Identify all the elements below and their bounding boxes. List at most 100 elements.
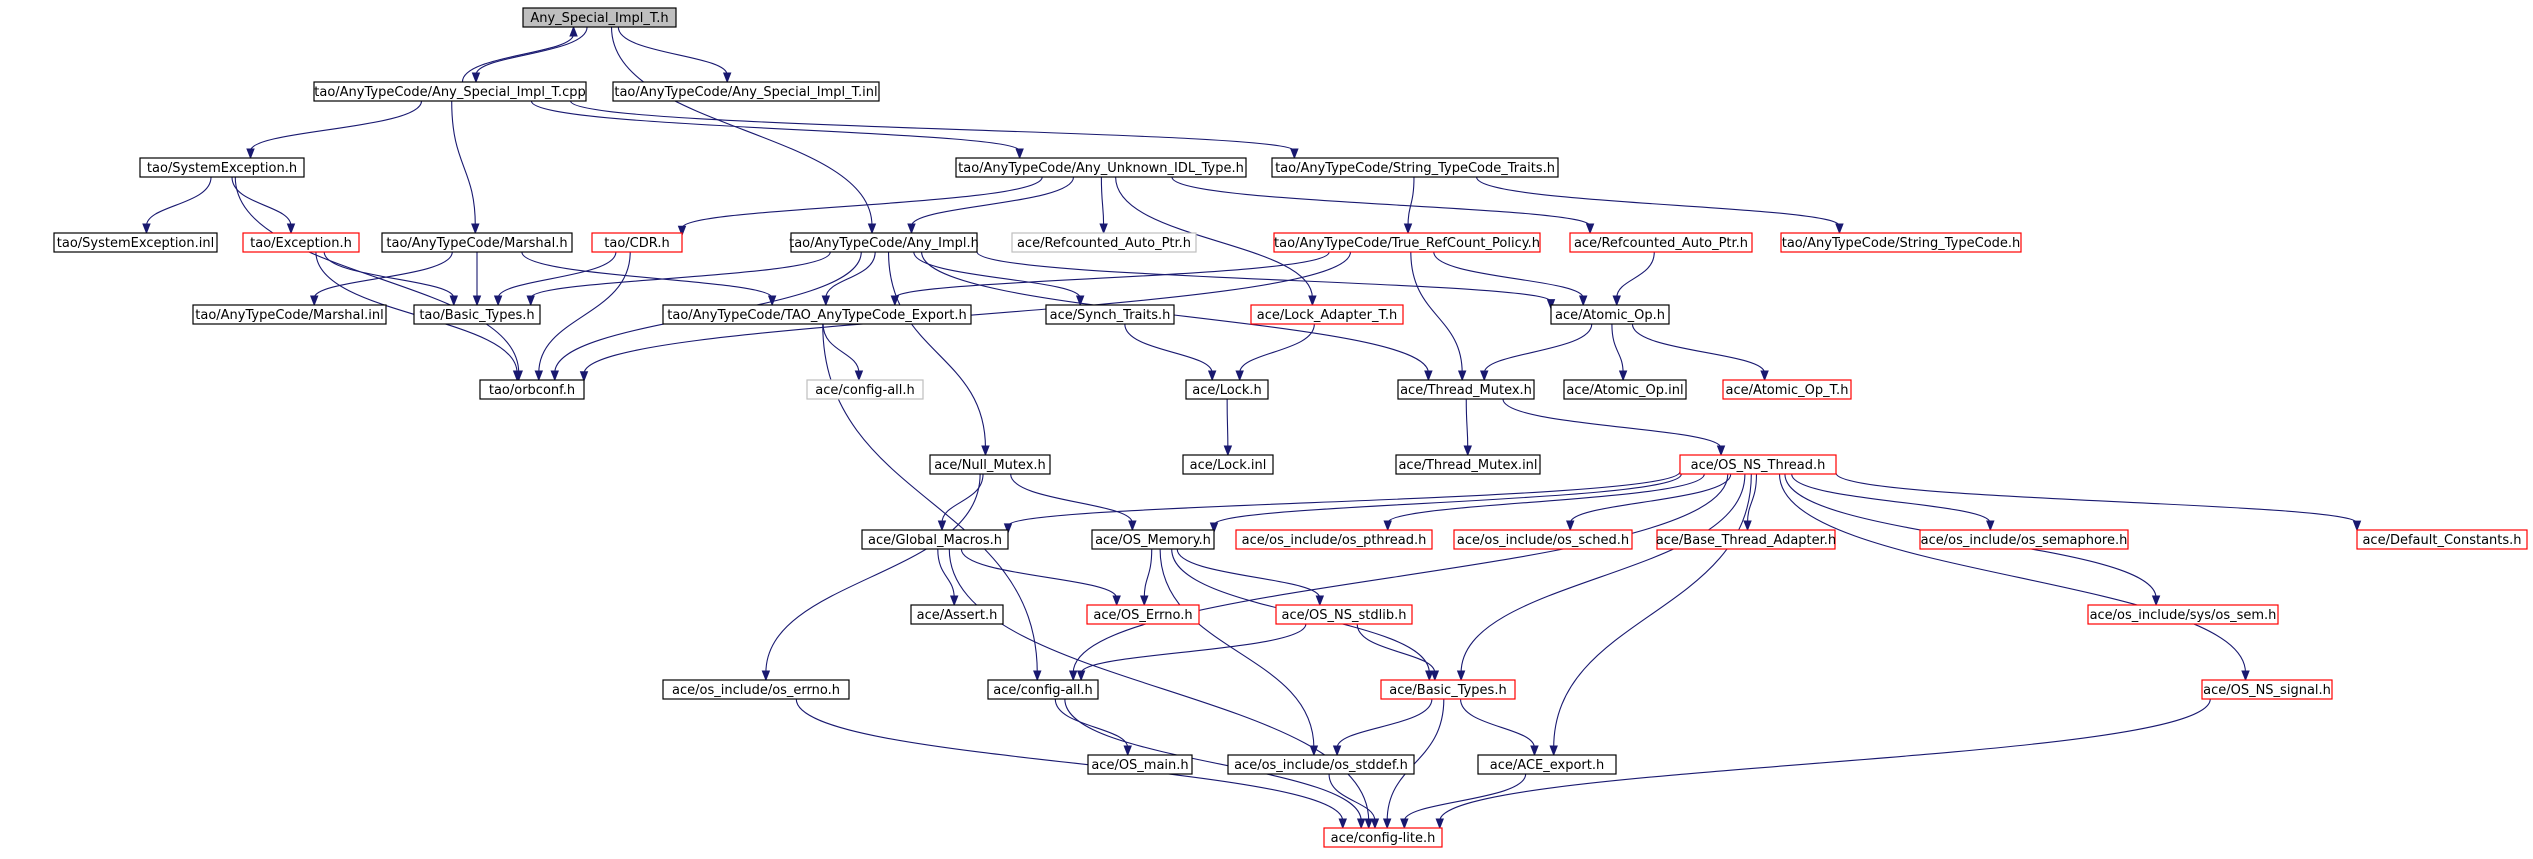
node-box[interactable] [1780, 232, 2022, 253]
node-ace-base-thread-adapter-h[interactable]: ace/Base_Thread_Adapter.h [1656, 529, 1836, 550]
node-tao-anytypecode-marshal-inl[interactable]: tao/AnyTypeCode/Marshal.inl [192, 304, 387, 325]
node-box[interactable] [313, 81, 587, 102]
node-box[interactable] [1250, 304, 1404, 325]
node-ace-config-all-h[interactable]: ace/config-all.h [987, 679, 1099, 700]
node-box[interactable] [1656, 529, 1836, 550]
node-box[interactable] [861, 529, 1009, 550]
node-box[interactable] [1271, 157, 1559, 178]
node-box[interactable] [955, 157, 1247, 178]
node-ace-config-all-h[interactable]: ace/config-all.h [806, 379, 924, 400]
node-box[interactable] [1235, 529, 1433, 550]
node-ace-os-ns-stdlib-h[interactable]: ace/OS_NS_stdlib.h [1275, 604, 1413, 625]
node-ace-synch-traits-h[interactable]: ace/Synch_Traits.h [1045, 304, 1175, 325]
node-tao-systemexception-inl[interactable]: tao/SystemException.inl [53, 232, 218, 253]
node-box[interactable] [1919, 529, 2129, 550]
node-ace-os-ns-thread-h[interactable]: ace/OS_NS_Thread.h [1679, 454, 1837, 475]
node-tao-systemexception-h[interactable]: tao/SystemException.h [139, 157, 305, 178]
node-tao-anytypecode-any-impl-h[interactable]: tao/AnyTypeCode/Any_Impl.h [789, 232, 979, 253]
node-ace-thread-mutex-h[interactable]: ace/Thread_Mutex.h [1397, 379, 1535, 400]
node-ace-lock-adapter-t-h[interactable]: ace/Lock_Adapter_T.h [1250, 304, 1404, 325]
node-box[interactable] [1275, 604, 1413, 625]
node-box[interactable] [522, 7, 677, 28]
node-ace-default-constants-h[interactable]: ace/Default_Constants.h [2356, 529, 2528, 550]
node-ace-os-include-sys-os-sem-h[interactable]: ace/os_include/sys/os_sem.h [2087, 604, 2279, 625]
node-ace-basic-types-h[interactable]: ace/Basic_Types.h [1380, 679, 1516, 700]
node-box[interactable] [242, 232, 360, 253]
node-box[interactable] [1569, 232, 1753, 253]
node-box[interactable] [1397, 379, 1535, 400]
node-tao-anytypecode-any-special-impl-t-inl[interactable]: tao/AnyTypeCode/Any_Special_Impl_T.inl [612, 81, 880, 102]
node-ace-lock-inl[interactable]: ace/Lock.inl [1182, 454, 1274, 475]
node-ace-atomic-op-inl[interactable]: ace/Atomic_Op.inl [1563, 379, 1687, 400]
node-box[interactable] [806, 379, 924, 400]
node-ace-global-macros-h[interactable]: ace/Global_Macros.h [861, 529, 1009, 550]
node-ace-os-include-os-semaphore-h[interactable]: ace/os_include/os_semaphore.h [1919, 529, 2129, 550]
node-box[interactable] [1323, 827, 1443, 848]
node-tao-anytypecode-string-typecode-h[interactable]: tao/AnyTypeCode/String_TypeCode.h [1780, 232, 2022, 253]
node-ace-os-include-os-stddef-h[interactable]: ace/os_include/os_stddef.h [1227, 754, 1415, 775]
node-box[interactable] [381, 232, 573, 253]
node-box[interactable] [2356, 529, 2528, 550]
node-ace-thread-mutex-inl[interactable]: ace/Thread_Mutex.inl [1395, 454, 1541, 475]
node-ace-os-memory-h[interactable]: ace/OS_Memory.h [1091, 529, 1215, 550]
node-tao-exception-h[interactable]: tao/Exception.h [242, 232, 360, 253]
node-box[interactable] [139, 157, 305, 178]
node-ace-lock-h[interactable]: ace/Lock.h [1185, 379, 1269, 400]
node-box[interactable] [929, 454, 1051, 475]
node-ace-assert-h[interactable]: ace/Assert.h [910, 604, 1004, 625]
node-box[interactable] [1722, 379, 1852, 400]
node-tao-anytypecode-true-refcount-policy-h[interactable]: tao/AnyTypeCode/True_RefCount_Policy.h [1273, 232, 1541, 253]
node-tao-anytypecode-string-typecode-traits-h[interactable]: tao/AnyTypeCode/String_TypeCode_Traits.h [1271, 157, 1559, 178]
node-ace-os-include-os-sched-h[interactable]: ace/os_include/os_sched.h [1453, 529, 1633, 550]
node-tao-anytypecode-any-unknown-idl-type-h[interactable]: tao/AnyTypeCode/Any_Unknown_IDL_Type.h [955, 157, 1247, 178]
node-ace-os-ns-signal-h[interactable]: ace/OS_NS_signal.h [2201, 679, 2333, 700]
node-box[interactable] [1273, 232, 1541, 253]
node-box[interactable] [192, 304, 387, 325]
node-box[interactable] [1182, 454, 1274, 475]
node-ace-config-lite-h[interactable]: ace/config-lite.h [1323, 827, 1443, 848]
node-ace-refcounted-auto-ptr-h[interactable]: ace/Refcounted_Auto_Ptr.h [1011, 232, 1197, 253]
node-box[interactable] [2087, 604, 2279, 625]
node-ace-os-include-os-pthread-h[interactable]: ace/os_include/os_pthread.h [1235, 529, 1433, 550]
node-box[interactable] [910, 604, 1004, 625]
node-box[interactable] [662, 304, 972, 325]
node-ace-os-include-os-errno-h[interactable]: ace/os_include/os_errno.h [662, 679, 850, 700]
node-box[interactable] [1395, 454, 1541, 475]
node-box[interactable] [790, 232, 978, 253]
node-box[interactable] [53, 232, 218, 253]
node-ace-os-errno-h[interactable]: ace/OS_Errno.h [1086, 604, 1200, 625]
node-box[interactable] [591, 232, 683, 253]
node-tao-anytypecode-any-special-impl-t-cpp[interactable]: tao/AnyTypeCode/Any_Special_Impl_T.cpp [313, 81, 587, 102]
node-box[interactable] [662, 679, 850, 700]
node-tao-basic-types-h[interactable]: tao/Basic_Types.h [413, 304, 541, 325]
node-ace-null-mutex-h[interactable]: ace/Null_Mutex.h [929, 454, 1051, 475]
node-ace-atomic-op-t-h[interactable]: ace/Atomic_Op_T.h [1722, 379, 1852, 400]
node-box[interactable] [1087, 754, 1193, 775]
node-box[interactable] [479, 379, 585, 400]
node-box[interactable] [1045, 304, 1175, 325]
node-ace-refcounted-auto-ptr-h[interactable]: ace/Refcounted_Auto_Ptr.h [1569, 232, 1753, 253]
node-any-special-impl-t-h[interactable]: Any_Special_Impl_T.h [522, 7, 677, 28]
node-box[interactable] [1227, 754, 1415, 775]
node-box[interactable] [1477, 754, 1617, 775]
node-box[interactable] [1380, 679, 1516, 700]
node-tao-anytypecode-tao-anytypecode-export-h[interactable]: tao/AnyTypeCode/TAO_AnyTypeCode_Export.h [662, 304, 972, 325]
node-box[interactable] [1091, 529, 1215, 550]
node-box[interactable] [612, 81, 880, 102]
node-ace-ace-export-h[interactable]: ace/ACE_export.h [1477, 754, 1617, 775]
node-box[interactable] [1563, 379, 1687, 400]
node-ace-atomic-op-h[interactable]: ace/Atomic_Op.h [1550, 304, 1670, 325]
node-tao-orbconf-h[interactable]: tao/orbconf.h [479, 379, 585, 400]
node-tao-cdr-h[interactable]: tao/CDR.h [591, 232, 683, 253]
node-box[interactable] [1679, 454, 1837, 475]
node-box[interactable] [1086, 604, 1200, 625]
node-box[interactable] [1550, 304, 1670, 325]
node-box[interactable] [1453, 529, 1633, 550]
node-box[interactable] [413, 304, 541, 325]
node-box[interactable] [1011, 232, 1197, 253]
node-tao-anytypecode-marshal-h[interactable]: tao/AnyTypeCode/Marshal.h [381, 232, 573, 253]
node-box[interactable] [2201, 679, 2333, 700]
node-ace-os-main-h[interactable]: ace/OS_main.h [1087, 754, 1193, 775]
node-box[interactable] [1185, 379, 1269, 400]
node-box[interactable] [987, 679, 1099, 700]
